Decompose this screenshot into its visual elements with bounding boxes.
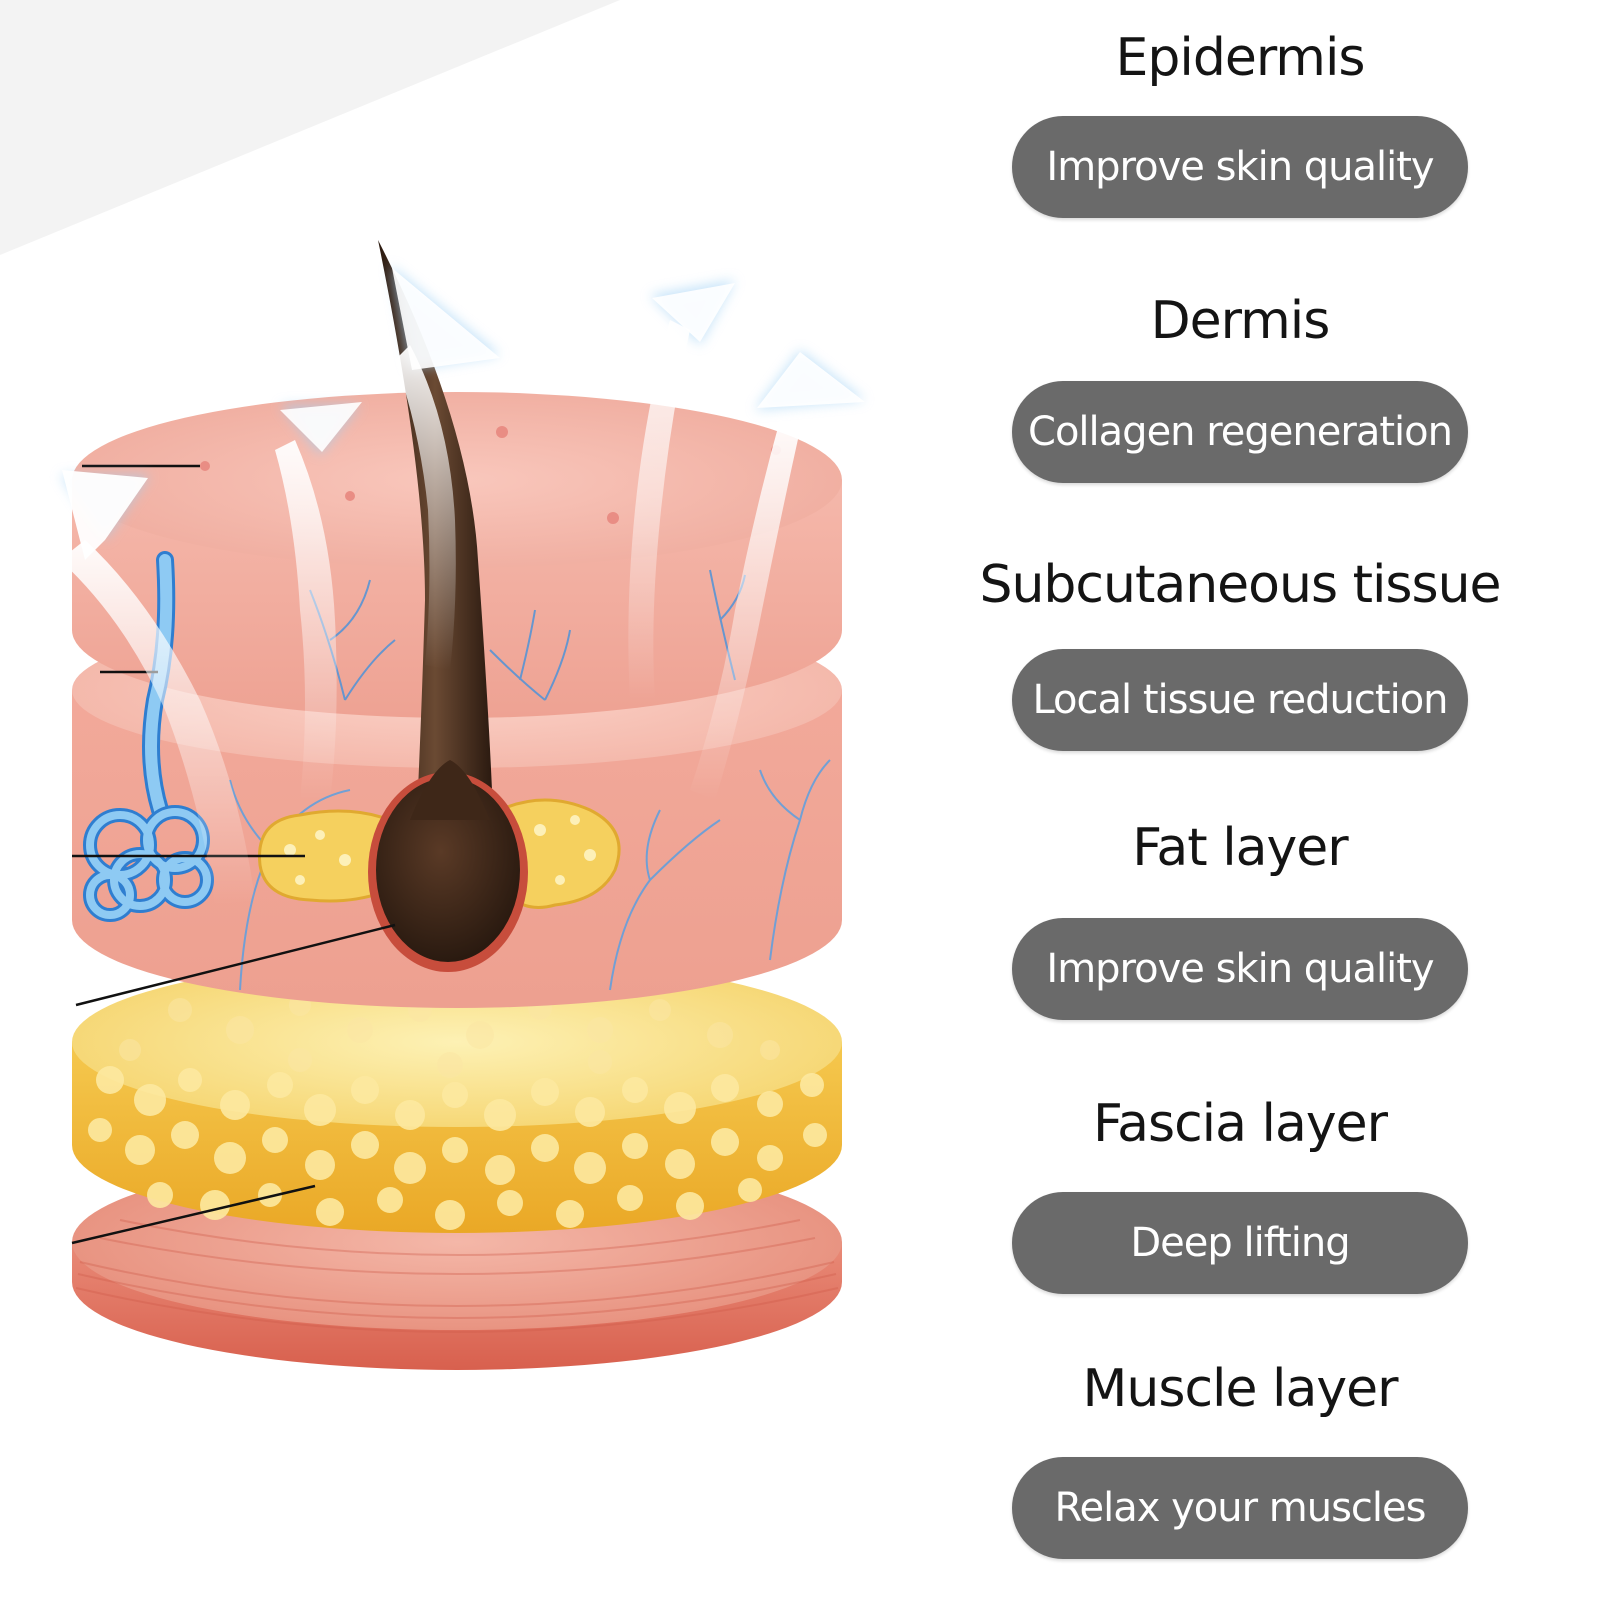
benefit-pill: Deep lifting bbox=[1012, 1192, 1468, 1294]
layer-block-epidermis: Epidermis Improve skin quality bbox=[970, 26, 1510, 218]
layer-title: Fascia layer bbox=[1093, 1094, 1388, 1154]
leader-lines bbox=[71, 464, 396, 1245]
benefit-pill: Local tissue reduction bbox=[1012, 649, 1468, 751]
layer-title: Dermis bbox=[1150, 291, 1331, 351]
layer-block-dermis: Dermis Collagen regeneration bbox=[970, 289, 1510, 483]
upward-arrow-icon bbox=[60, 265, 865, 905]
layer-block-muscle: Muscle layer Relax your muscles bbox=[970, 1357, 1510, 1559]
layer-title: Muscle layer bbox=[1082, 1359, 1399, 1419]
skin-layers-illustration bbox=[60, 240, 865, 1370]
fat-layer-disc bbox=[72, 957, 842, 1233]
fat-cells bbox=[88, 1066, 827, 1230]
layer-block-fat: Fat layer Improve skin quality bbox=[970, 816, 1510, 1020]
sweat-gland-icon bbox=[83, 551, 214, 922]
benefit-pill: Improve skin quality bbox=[1012, 116, 1468, 218]
benefit-pill: Improve skin quality bbox=[1012, 918, 1468, 1020]
layer-title: Fat layer bbox=[1132, 818, 1348, 878]
layer-block-subcutaneous: Subcutaneous tissue Local tissue reducti… bbox=[970, 553, 1510, 751]
layer-block-fascia: Fascia layer Deep lifting bbox=[970, 1092, 1510, 1294]
sebaceous-gland bbox=[258, 798, 621, 909]
layer-title: Subcutaneous tissue bbox=[979, 555, 1501, 615]
benefit-pill: Collagen regeneration bbox=[1012, 381, 1468, 483]
layer-title: Epidermis bbox=[1115, 28, 1366, 88]
benefit-pill: Relax your muscles bbox=[1012, 1457, 1468, 1559]
